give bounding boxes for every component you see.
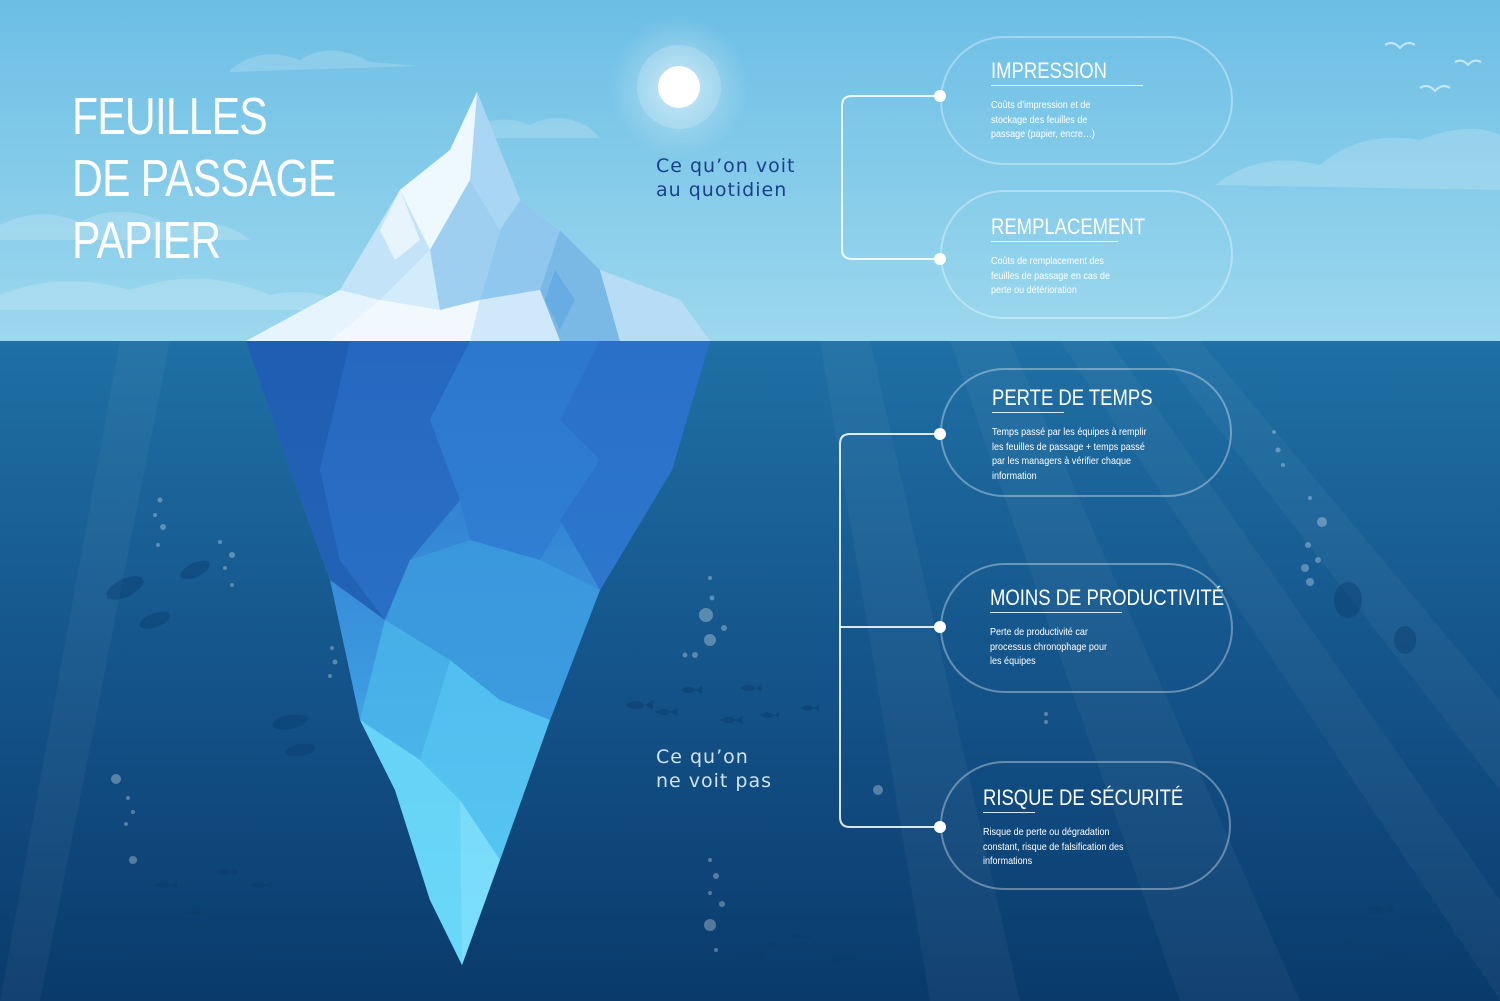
bubbles	[111, 430, 1327, 952]
card-title: IMPRESSION	[991, 58, 1108, 83]
below-water-label-line-1: Ce qu’on	[656, 746, 749, 768]
card-title-underline	[991, 241, 1118, 242]
card-title: MOINS DE PRODUCTIVITÉ	[990, 585, 1225, 610]
card-impression: IMPRESSION Coûts d’impression et de stoc…	[940, 36, 1233, 165]
card-remplacement: REMPLACEMENT Coûts de remplacement des f…	[940, 190, 1233, 319]
card-description: Risque de perte ou dégradation constant,…	[983, 826, 1124, 867]
title-line-1: FEUILLES	[72, 88, 268, 146]
card-perte-de-temps: PERTE DE TEMPS Temps passé par les équip…	[940, 368, 1232, 497]
birds	[1384, 42, 1482, 93]
sun	[658, 66, 700, 108]
card-description: Coûts d’impression et de stockage des fe…	[991, 99, 1095, 140]
card-title-underline	[991, 85, 1143, 86]
card-description: Perte de productivité car processus chro…	[990, 626, 1107, 667]
connector-lines	[839, 95, 940, 828]
card-title: PERTE DE TEMPS	[992, 385, 1153, 410]
card-title: REMPLACEMENT	[991, 214, 1146, 239]
card-description: Temps passé par les équipes à remplir le…	[992, 426, 1147, 482]
card-risque-de-securite: RISQUE DE SÉCURITÉ Risque de perte ou dé…	[940, 761, 1231, 890]
card-moins-de-productivite: MOINS DE PRODUCTIVITÉ Perte de productiv…	[940, 563, 1233, 693]
above-water-label-line-1: Ce qu’on voit	[656, 155, 796, 177]
below-water-label-line-2: ne voit pas	[656, 770, 773, 792]
card-title-underline	[990, 612, 1122, 613]
above-water-label: Ce qu’on voit au quotidien	[656, 154, 795, 202]
title-line-3: PAPIER	[72, 212, 221, 270]
iceberg-underwater	[246, 341, 710, 965]
card-title-underline	[983, 812, 1035, 813]
title-line-2: DE PASSAGE	[72, 150, 336, 208]
card-title: RISQUE DE SÉCURITÉ	[983, 785, 1184, 810]
sea-creatures	[106, 560, 1416, 757]
card-title-underline	[992, 412, 1064, 413]
sea	[0, 341, 1500, 1001]
below-water-label: Ce qu’on ne voit pas	[656, 745, 772, 793]
sky	[0, 0, 1500, 341]
iceberg-tip	[246, 92, 710, 341]
page-title: FEUILLES DE PASSAGE PAPIER	[72, 86, 336, 272]
clouds	[0, 50, 1500, 310]
card-description: Coûts de remplacement des feuilles de pa…	[991, 255, 1110, 296]
above-water-label-line-2: au quotidien	[656, 179, 788, 201]
fish	[155, 684, 1469, 964]
